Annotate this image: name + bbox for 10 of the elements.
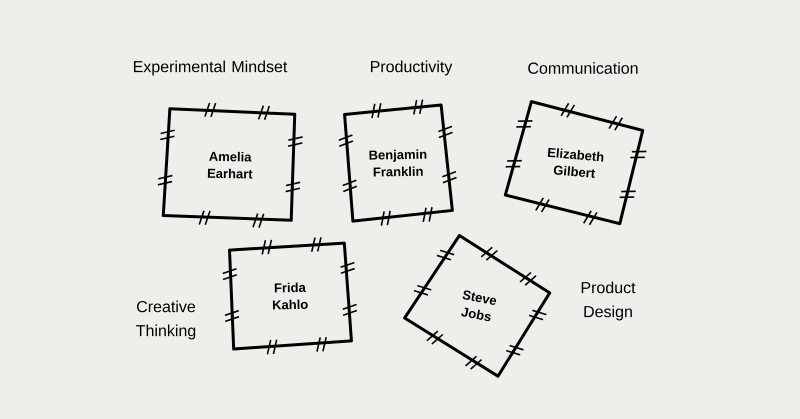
sketch-box: Steve Jobs	[403, 234, 552, 378]
sketch-box: Amelia Earhart	[158, 102, 303, 228]
sketch-box: Benjamin Franklin	[338, 99, 457, 226]
sketch-box: Frida Kahlo	[222, 237, 358, 354]
skill-label: Experimental Mindset	[134, 60, 288, 76]
skill-label: Productivity	[370, 60, 452, 76]
skill-label: Product Design	[582, 282, 636, 320]
skill-label: Communication	[528, 62, 638, 74]
skill-label: Creative Thinking	[136, 300, 196, 340]
sketch-box: Elizabeth Gilbert	[504, 100, 646, 226]
